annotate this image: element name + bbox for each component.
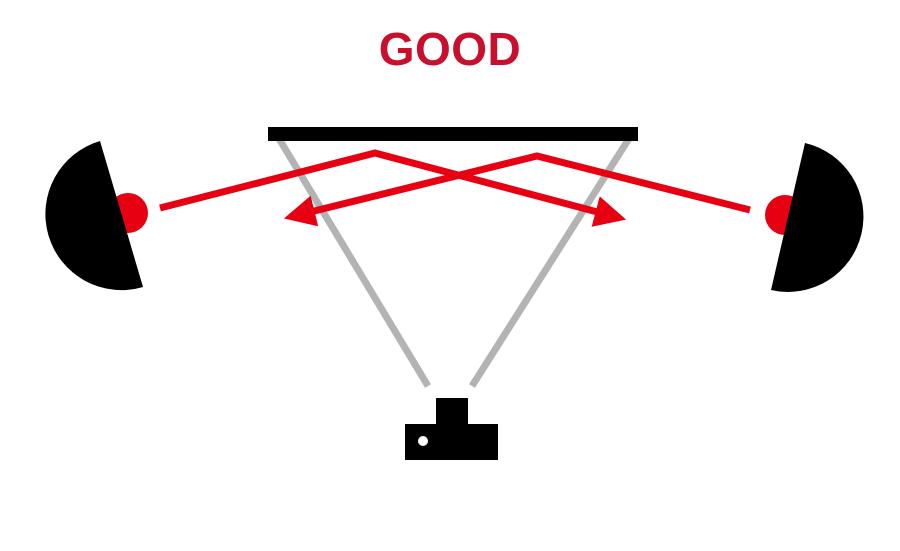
camera-view-line-left [275,135,431,388]
light-ray-left [159,149,627,227]
diagram-title: GOOD [378,23,522,75]
light-ray-right [283,152,751,227]
camera-icon [405,398,498,460]
reflective-surface [268,127,638,141]
left-light-icon [45,141,148,291]
right-light-icon [765,143,864,292]
camera-view-line-right [469,135,633,388]
